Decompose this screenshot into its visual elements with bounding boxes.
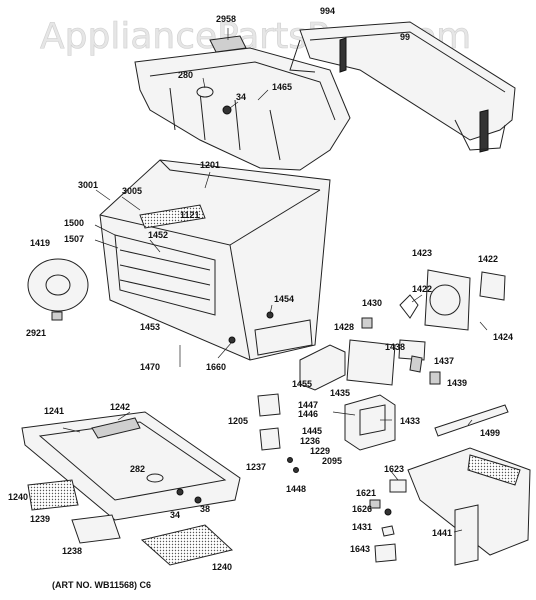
filter-frame bbox=[71, 514, 121, 544]
label-1447: 1447 bbox=[298, 400, 318, 410]
label-1445: 1445 bbox=[302, 426, 322, 436]
label-994: 994 bbox=[320, 6, 335, 16]
label-1455: 1455 bbox=[292, 379, 312, 389]
label-1448: 1448 bbox=[286, 484, 306, 494]
transformer bbox=[344, 394, 396, 451]
label-2921: 2921 bbox=[26, 328, 46, 338]
grease-filter-right bbox=[140, 524, 234, 566]
label-280: 280 bbox=[178, 70, 193, 80]
label-1441: 1441 bbox=[432, 528, 452, 538]
label-1435: 1435 bbox=[330, 388, 350, 398]
turntable bbox=[27, 258, 89, 321]
label-1452: 1452 bbox=[148, 230, 168, 240]
fan-motor-assembly bbox=[399, 269, 506, 331]
label-1121: 1121 bbox=[180, 210, 200, 220]
label-2958: 2958 bbox=[216, 14, 236, 24]
label-1201: 1201 bbox=[200, 160, 220, 170]
label-1438: 1438 bbox=[385, 342, 405, 352]
label-1430: 1430 bbox=[362, 298, 382, 308]
label-1500: 1500 bbox=[64, 218, 84, 228]
label-1428: 1428 bbox=[334, 322, 354, 332]
label-1507: 1507 bbox=[64, 234, 84, 244]
label-1422-motor: 1422 bbox=[478, 254, 498, 264]
top-duct-assembly bbox=[134, 35, 351, 171]
label-1240-right: 1240 bbox=[212, 562, 232, 572]
side-panel bbox=[407, 447, 531, 566]
label-34-top: 34 bbox=[236, 92, 246, 102]
label-1239: 1239 bbox=[30, 514, 50, 524]
label-1431: 1431 bbox=[352, 522, 372, 532]
label-1433: 1433 bbox=[400, 416, 420, 426]
mounting-plate bbox=[289, 21, 516, 153]
oven-cavity bbox=[99, 159, 331, 361]
label-1470: 1470 bbox=[140, 362, 160, 372]
label-1236: 1236 bbox=[300, 436, 320, 446]
leader-lines bbox=[62, 28, 488, 533]
label-2095: 2095 bbox=[322, 456, 342, 466]
label-1424: 1424 bbox=[493, 332, 513, 342]
label-1465: 1465 bbox=[272, 82, 292, 92]
label-1454: 1454 bbox=[274, 294, 294, 304]
label-1419: 1419 bbox=[30, 238, 50, 248]
capacitor-transformer bbox=[346, 317, 441, 386]
label-1623: 1623 bbox=[384, 464, 404, 474]
label-1453: 1453 bbox=[140, 322, 160, 332]
label-1422-blade: 1422 bbox=[412, 284, 432, 294]
label-3005: 3005 bbox=[122, 186, 142, 196]
label-282: 282 bbox=[130, 464, 145, 474]
label-1499: 1499 bbox=[480, 428, 500, 438]
label-1238: 1238 bbox=[62, 546, 82, 556]
label-1660: 1660 bbox=[206, 362, 226, 372]
grease-filter-left bbox=[27, 479, 79, 511]
art-number-caption: (ART NO. WB11568) C6 bbox=[52, 580, 151, 590]
label-1229: 1229 bbox=[310, 446, 330, 456]
label-38: 38 bbox=[200, 504, 210, 514]
interlock-switches bbox=[257, 393, 299, 473]
callout-labels: 2958 994 99 280 34 1465 1201 3001 3005 1… bbox=[8, 6, 513, 572]
bracket-1455 bbox=[299, 344, 346, 391]
door-frame bbox=[21, 411, 241, 521]
label-1423: 1423 bbox=[412, 248, 432, 258]
label-1241: 1241 bbox=[44, 406, 64, 416]
label-99: 99 bbox=[400, 32, 410, 42]
label-1237: 1237 bbox=[246, 462, 266, 472]
label-1439: 1439 bbox=[447, 378, 467, 388]
label-1437: 1437 bbox=[434, 356, 454, 366]
label-1621: 1621 bbox=[356, 488, 376, 498]
label-1446: 1446 bbox=[298, 409, 318, 419]
label-1626: 1626 bbox=[352, 504, 372, 514]
label-3001: 3001 bbox=[78, 180, 98, 190]
label-34-bottom: 34 bbox=[170, 510, 180, 520]
label-1205: 1205 bbox=[228, 416, 248, 426]
small-parts bbox=[369, 479, 407, 563]
label-1240-left: 1240 bbox=[8, 492, 28, 502]
label-1643: 1643 bbox=[350, 544, 370, 554]
label-1242: 1242 bbox=[110, 402, 130, 412]
